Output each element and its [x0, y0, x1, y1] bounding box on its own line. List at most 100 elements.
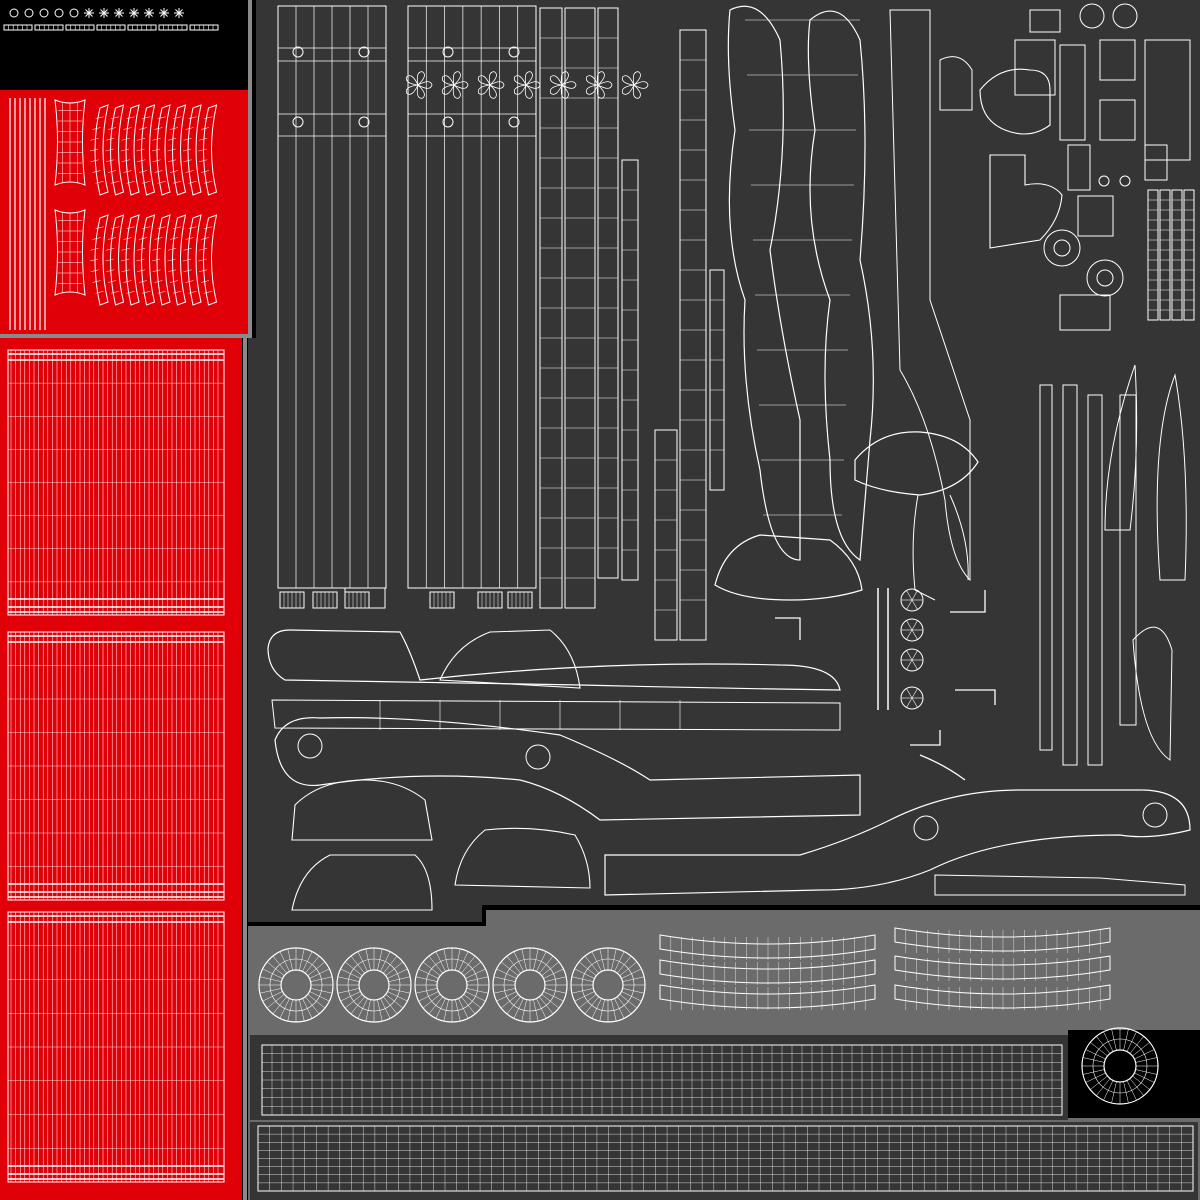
mesh-edge [136, 148, 145, 152]
mesh-edge [111, 116, 120, 119]
tyre-tread [619, 994, 638, 1009]
arch-strip [203, 104, 218, 196]
tyre-tread [428, 955, 443, 974]
wheel-spoke [911, 659, 918, 670]
tyre-tread [307, 994, 326, 1009]
mesh-edge [95, 226, 104, 229]
mesh-edge [126, 226, 135, 229]
tyre-tread [541, 961, 560, 976]
tyre-tread [455, 999, 461, 1022]
tyre-tread [463, 994, 482, 1009]
mesh-edge [123, 170, 132, 173]
tyre-tread [309, 991, 330, 1002]
mesh-edge [106, 138, 115, 141]
tyre-tread [388, 988, 411, 994]
tyre-tread [287, 948, 293, 971]
track-band [250, 1035, 1068, 1120]
flower-petal [441, 84, 455, 95]
tyre-tread [388, 976, 411, 982]
legend-dot-icon [24, 8, 34, 18]
mesh-edge [200, 127, 210, 130]
flower-petal [441, 75, 455, 86]
tyre-tread [496, 991, 517, 1002]
bracket-piece [775, 590, 996, 781]
mesh-edge [183, 159, 192, 162]
canopy-island [439, 629, 581, 689]
small-part [1099, 39, 1136, 81]
mesh-edge [168, 159, 177, 162]
tyre-tread [536, 951, 547, 972]
tyre-tread [305, 955, 320, 974]
flower-petal [416, 71, 425, 86]
tyre-tread [415, 976, 438, 982]
flower-petal [596, 71, 605, 86]
mesh-edge [157, 291, 166, 294]
legend-dot-icon [54, 8, 64, 18]
tyre-tread [1123, 1028, 1129, 1051]
mesh-edge [167, 258, 176, 262]
flower-petal [452, 84, 461, 99]
small-part [1144, 39, 1191, 161]
arch-strip [125, 214, 140, 306]
legend-dot-icon [9, 8, 19, 18]
tyre-tread [521, 999, 527, 1022]
legend-star-icon [175, 9, 183, 17]
gear-ring [1096, 269, 1114, 287]
wheel-spoke [906, 620, 913, 631]
tyre-tread [611, 948, 617, 971]
tyre-tread [1111, 1081, 1117, 1104]
flower-petal [477, 75, 491, 86]
hub-ring [358, 116, 370, 128]
mesh-edge [204, 226, 213, 229]
track-band [250, 1122, 1198, 1200]
legend-strip [0, 0, 250, 88]
tyre-tread [365, 948, 371, 971]
mesh-edge [126, 116, 135, 119]
tyre-tread [1103, 1031, 1114, 1052]
mesh-edge [198, 148, 207, 152]
tyre-tread [1085, 1072, 1106, 1083]
tyre-tread [377, 999, 383, 1022]
arch-strip [156, 214, 171, 306]
tyre-tread [344, 994, 363, 1009]
tyre-tread [1135, 1057, 1158, 1063]
tyre-tread [521, 948, 527, 971]
arch-strip [187, 104, 202, 196]
tyre-tread [621, 991, 642, 1002]
mesh-edge [107, 127, 117, 130]
tyre-tread [340, 991, 361, 1002]
legend-star-icon [145, 9, 153, 17]
mesh-edge [173, 116, 182, 119]
tyre-tread [500, 961, 519, 976]
legend-dot-icon [39, 8, 49, 18]
tyre-tread [493, 988, 516, 994]
body-side [604, 789, 1191, 896]
tread-strip [894, 927, 1111, 952]
mesh-edge [199, 138, 208, 141]
tyre-tread [1135, 1069, 1158, 1075]
mesh-edge [121, 138, 130, 141]
flower-petal [596, 84, 605, 99]
tyre-tread [1096, 1036, 1111, 1054]
mesh-edge [204, 116, 213, 119]
mesh-edge [137, 269, 146, 272]
mesh-edge [199, 159, 208, 162]
mesh-edge [138, 280, 148, 283]
mesh-edge [151, 258, 161, 262]
tyre-tread [266, 994, 285, 1009]
tyre-tread [266, 961, 285, 976]
tyre-tread [599, 948, 605, 971]
mesh-edge [151, 148, 161, 152]
tyre-tread [337, 976, 360, 982]
hub-ring [442, 116, 454, 128]
tread-strip [894, 955, 1111, 980]
tyre-tread [357, 951, 368, 972]
mesh-edge [168, 248, 177, 251]
mesh-edge [188, 226, 197, 229]
arch-strip [141, 214, 156, 306]
mesh-edge [92, 237, 101, 240]
rail-strip [934, 874, 1186, 896]
fin-island [1104, 364, 1138, 531]
column-strip [709, 269, 725, 491]
mesh-edge [123, 127, 132, 130]
